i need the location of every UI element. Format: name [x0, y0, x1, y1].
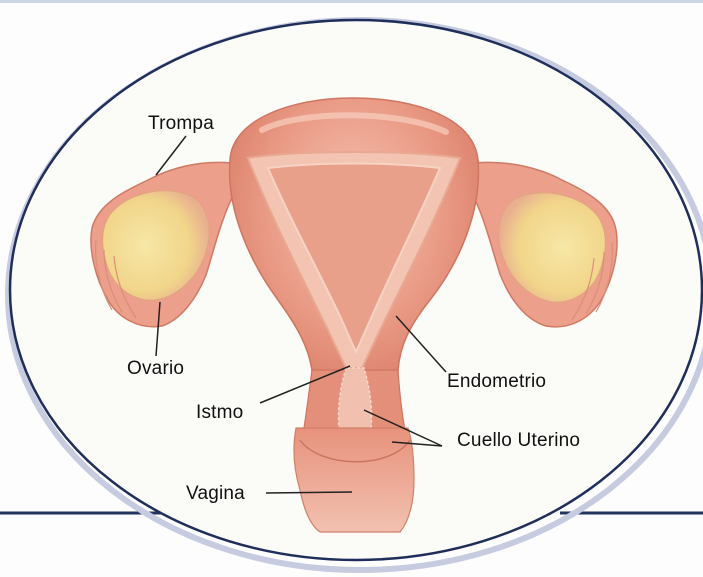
leader-vagina	[266, 492, 352, 493]
vagina	[294, 428, 414, 532]
label-endometrio: Endometrio	[447, 371, 546, 393]
top-border	[0, 0, 703, 3]
label-istmo: Istmo	[196, 402, 243, 424]
label-cuello-uterino: Cuello Uterino	[457, 430, 580, 452]
label-ovario: Ovario	[127, 358, 184, 380]
label-trompa: Trompa	[148, 113, 214, 135]
label-vagina: Vagina	[186, 483, 245, 505]
